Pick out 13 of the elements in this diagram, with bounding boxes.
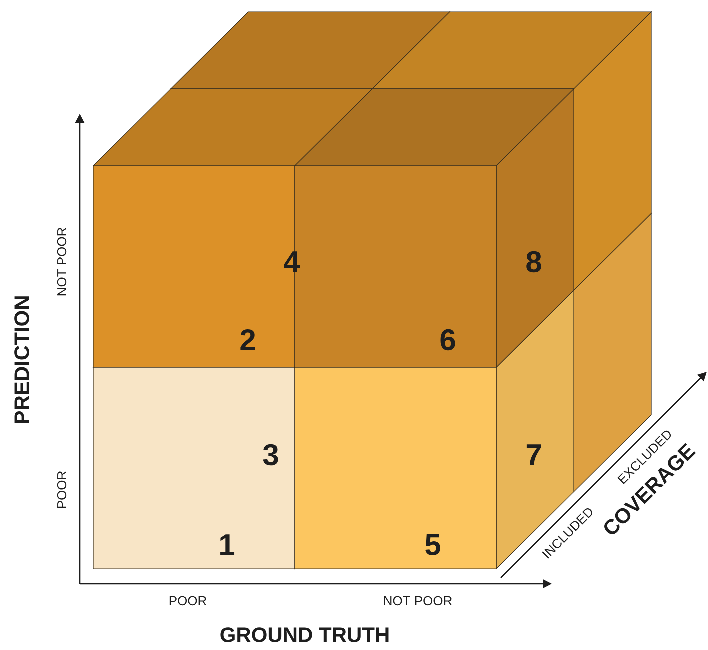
axis-label: POOR <box>170 596 207 606</box>
cell-number: 1 <box>220 534 235 556</box>
cell-number: 7 <box>526 444 542 466</box>
axis-label: NOT POOR <box>384 596 452 606</box>
axis-label: NOT POOR <box>57 228 67 296</box>
cell-number: 3 <box>263 444 278 466</box>
cell-number: 5 <box>426 534 441 556</box>
axis-title: PREDICTION <box>14 296 30 424</box>
axis-title: GROUND TRUTH <box>220 628 389 642</box>
cell-number: 6 <box>440 329 456 351</box>
cell-number: 8 <box>526 251 542 273</box>
axis-label: POOR <box>57 471 67 508</box>
cell-number: 2 <box>240 330 256 350</box>
